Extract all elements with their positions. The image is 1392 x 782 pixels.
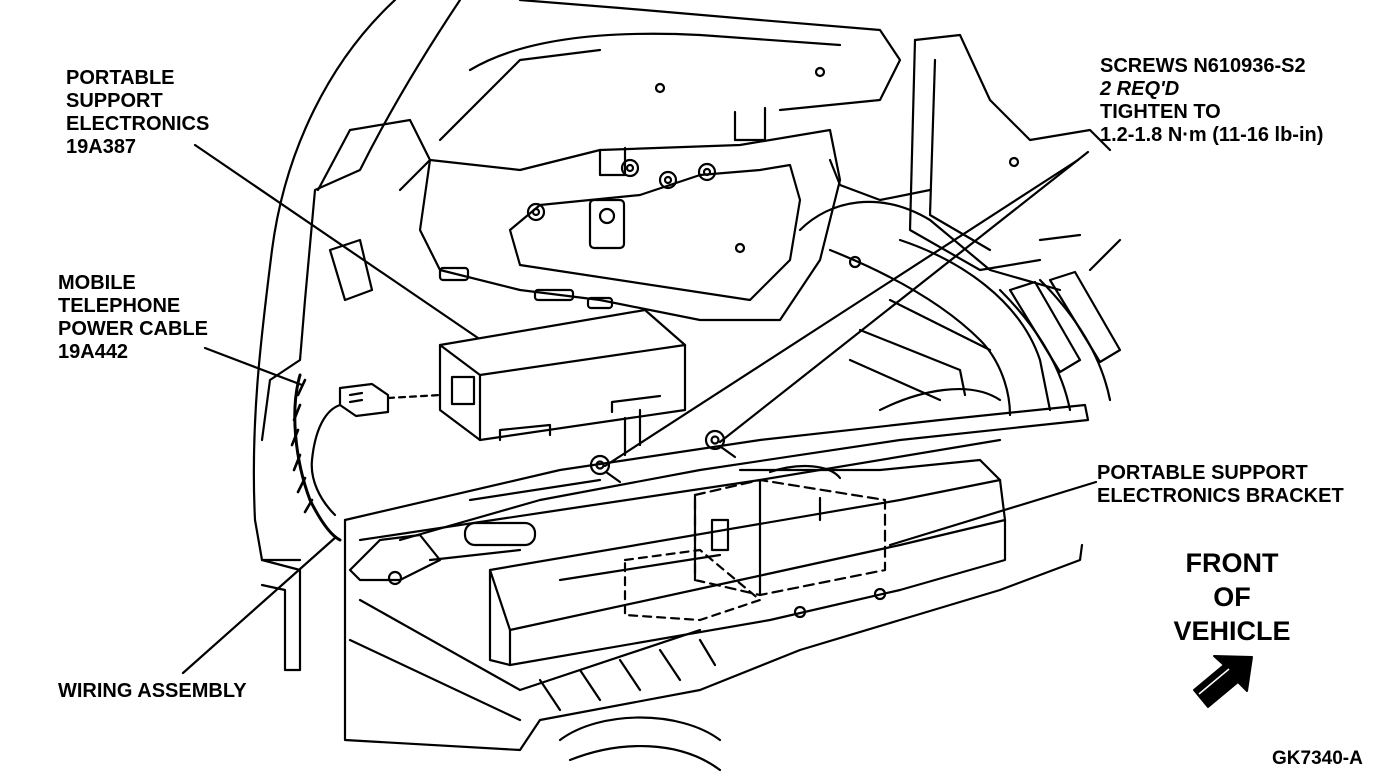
label-wiring-assembly: WIRING ASSEMBLY xyxy=(58,680,247,702)
front-arrow-icon xyxy=(1193,655,1253,708)
leader-screw-left xyxy=(603,158,1080,468)
rear-wall-panel xyxy=(418,128,842,322)
left-inner-panel xyxy=(260,0,462,442)
pse-module xyxy=(438,308,687,442)
leader-screw-right xyxy=(718,150,1090,444)
leader-bracket xyxy=(888,480,1098,547)
pse-bracket xyxy=(693,478,887,597)
screw-left xyxy=(589,454,622,484)
cable-connector xyxy=(338,382,390,418)
trunk-sill xyxy=(343,403,1090,542)
label-portable-support-electronics: PORTABLE SUPPORT ELECTRONICS 19A387 xyxy=(66,67,210,158)
leader-pse xyxy=(193,143,480,340)
front-of-vehicle-label: FRONT OF VEHICLE xyxy=(1173,548,1291,646)
wheel-well-arch xyxy=(898,238,1052,412)
power-cable xyxy=(293,373,342,542)
right-pillar xyxy=(913,33,1112,152)
leader-wiring xyxy=(181,535,338,675)
label-screws: SCREWS N610936-S2 2 REQ'D TIGHTEN TO 1.2… xyxy=(1100,55,1324,146)
floor-tray xyxy=(488,478,1007,632)
label-mobile-telephone-power-cable: MOBILE TELEPHONE POWER CABLE 19A442 xyxy=(58,272,208,363)
left-body-panel xyxy=(252,0,397,562)
figure-id: GK7340-A xyxy=(1272,748,1363,769)
label-pse-bracket: PORTABLE SUPPORT ELECTRONICS BRACKET xyxy=(1097,462,1344,507)
leader-cable xyxy=(203,346,304,387)
rear-shelf-edge xyxy=(518,0,902,112)
